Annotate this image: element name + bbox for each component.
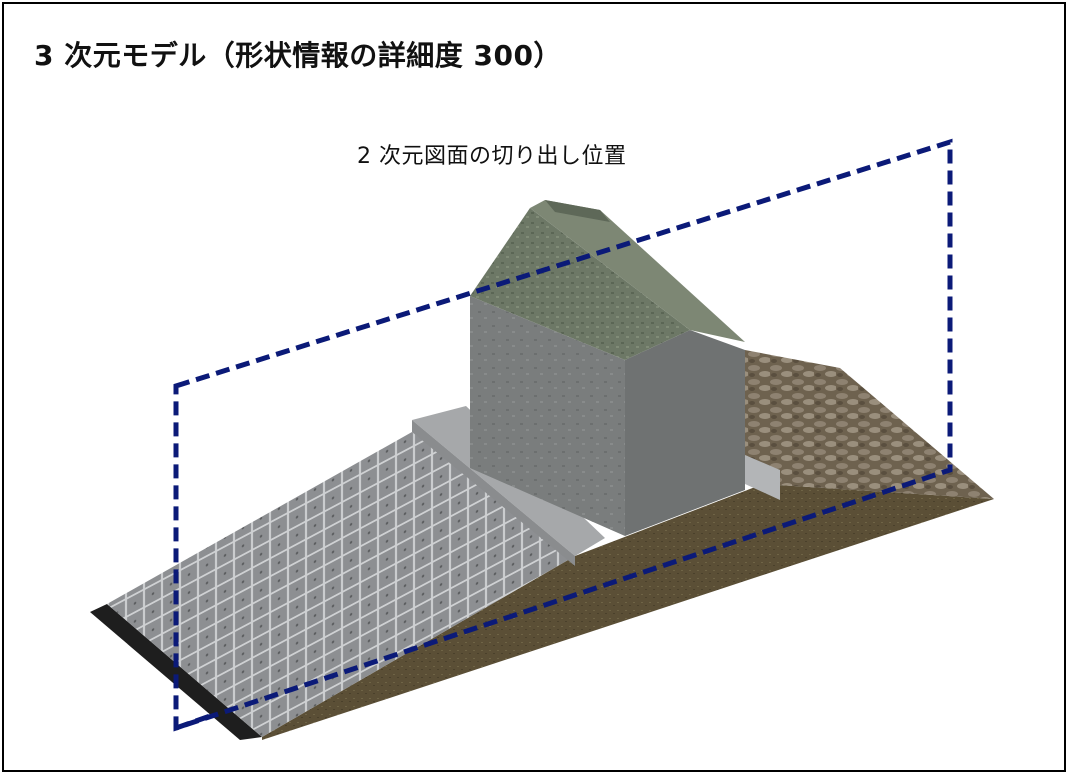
figure-title: 3 次元モデル（形状情報の詳細度 300） xyxy=(34,39,562,72)
cut-plane-bottom-edge xyxy=(175,713,211,731)
crest-step xyxy=(745,455,780,500)
wall-roof-ridge xyxy=(545,200,610,222)
wall-roof-back xyxy=(530,200,745,342)
levee-soil-face xyxy=(262,484,994,740)
cut-plane-outline xyxy=(173,138,953,732)
cut-plane-label: 2 次元図面の切り出し位置 xyxy=(357,144,627,169)
wall-front-face xyxy=(470,296,625,536)
block-revetment-slope xyxy=(107,432,575,737)
crest-concrete-edge xyxy=(412,420,575,566)
toe-base xyxy=(90,604,262,740)
wall-roof-front xyxy=(470,208,690,360)
wall-side-face xyxy=(625,330,745,536)
rubble-slope xyxy=(745,350,994,499)
